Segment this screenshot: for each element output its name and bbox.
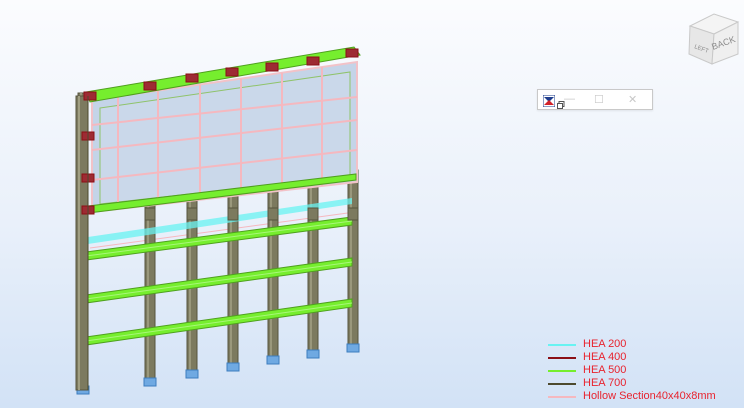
legend-label: Hollow Section40x40x8mm [583, 390, 716, 402]
legend-swatch [548, 382, 576, 385]
column-base-plate [185, 369, 199, 379]
column-segment [307, 207, 319, 221]
legend-row: HEA 400 [548, 351, 744, 364]
column-segment [267, 207, 279, 221]
hollow-horizontal-member [91, 96, 358, 126]
beam-connector [225, 67, 239, 77]
restore-small-icon[interactable] [557, 96, 565, 109]
hollow-horizontal-member [91, 119, 358, 151]
hea500-beam-highlight [85, 220, 353, 257]
legend-swatch [548, 395, 576, 398]
section-legend: HEA 200 HEA 400 HEA 500 HEA 700 Hollow S… [548, 338, 744, 403]
column-base-plate [143, 377, 157, 387]
legend-swatch [548, 356, 576, 359]
beam-connector [83, 91, 97, 101]
hollow-horizontal-member [91, 149, 358, 181]
legend-row: HEA 200 [548, 338, 744, 351]
hea500-beam-highlight [85, 261, 353, 300]
view-cube-front-face[interactable] [711, 21, 739, 65]
column-segment [186, 207, 198, 221]
maximize-button[interactable]: ☐ [594, 94, 604, 106]
column-base-plate [306, 349, 320, 359]
beam-connector [306, 56, 320, 66]
legend-label: HEA 500 [583, 364, 627, 376]
column-base-plate [346, 343, 360, 353]
minimize-button[interactable]: — [564, 93, 575, 105]
legend-label: HEA 400 [583, 351, 627, 363]
app-logo-icon[interactable] [542, 94, 556, 107]
hea200-beam [88, 198, 352, 244]
column-base-plate [266, 355, 280, 365]
beam-connector [265, 62, 279, 72]
view-cube[interactable]: BACK LEFT [686, 12, 742, 72]
legend-row: HEA 500 [548, 364, 744, 377]
hea500-beam-highlight [85, 302, 353, 342]
front-column-highlight [78, 96, 80, 390]
view-cube-side-label: LEFT [693, 44, 709, 55]
column-segment [347, 207, 359, 221]
column-segment [144, 207, 156, 221]
legend-row: HEA 700 [548, 377, 744, 390]
close-button[interactable]: ✕ [628, 94, 638, 106]
beam-connector [143, 81, 157, 91]
legend-label: HEA 200 [583, 338, 627, 350]
legend-swatch [548, 369, 576, 372]
legend-row: Hollow Section40x40x8mm [548, 390, 744, 403]
column-segment [227, 207, 239, 221]
floating-mini-window[interactable]: — ☐ ✕ [537, 89, 653, 110]
beam-connector [345, 48, 359, 58]
beam-connector [185, 73, 199, 83]
legend-swatch [548, 343, 576, 346]
column-base-plate [226, 362, 240, 372]
legend-label: HEA 700 [583, 377, 627, 389]
